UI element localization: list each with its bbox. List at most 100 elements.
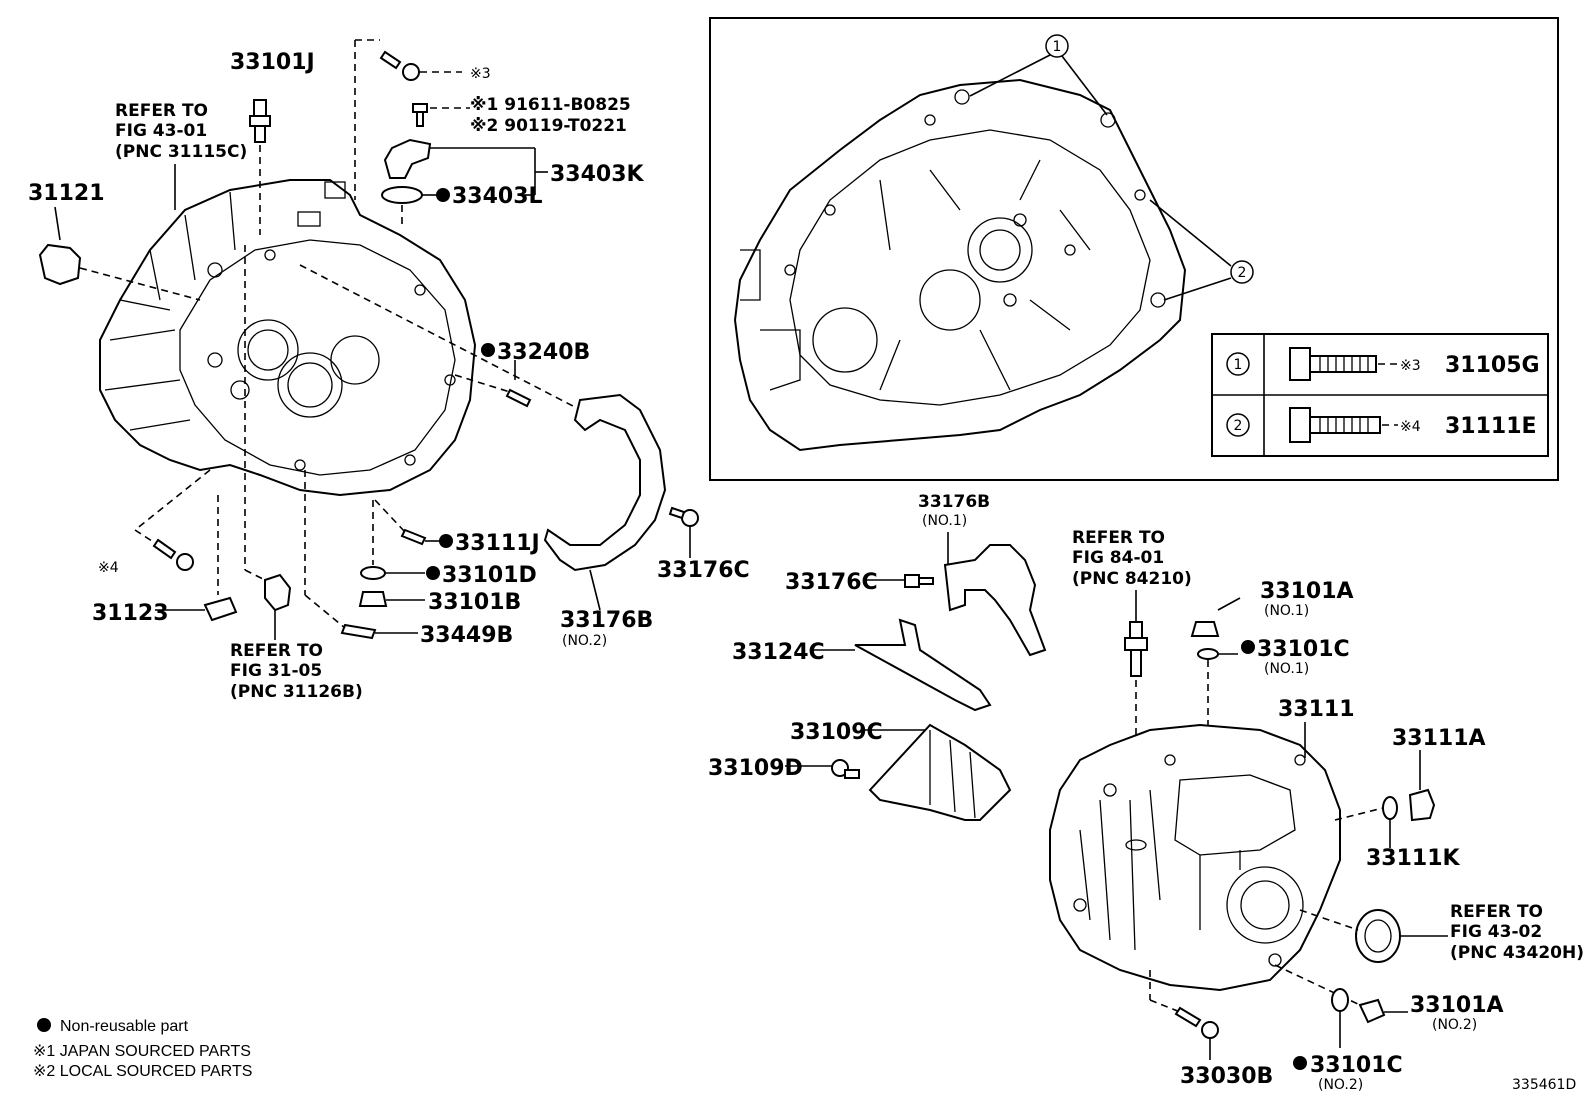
- label-33111J: 33111J: [455, 531, 540, 556]
- bolt-table: 1 ※3 31105G 2 ※4 31111E: [1211, 333, 1549, 457]
- legend: Non-reusable part ※1 JAPAN SOURCED PARTS…: [33, 1018, 252, 1080]
- refer-fig-43-01-line2: FIG 43-01: [115, 121, 207, 141]
- label-33101C-no1: 33101C: [1257, 637, 1350, 662]
- plug-33101J-icon: [249, 99, 271, 143]
- non-reusable-dot-33240B: [481, 343, 495, 357]
- bolt-33109D-icon: [831, 759, 860, 779]
- label-33101B: 33101B: [428, 590, 521, 615]
- row-2-index: 2: [1234, 418, 1243, 434]
- refer-fig-31-05-line1: REFER TO: [230, 641, 323, 661]
- non-reusable-dot-33101D: [426, 566, 440, 580]
- label-mark3-top: ※3: [470, 66, 491, 82]
- bracket-33176B-no2-icon: [543, 393, 667, 572]
- plug-33101B-icon: [358, 591, 388, 607]
- refer-fig-43-01-line3: (PNC 31115C): [115, 142, 247, 162]
- detail-inset-frame: [709, 17, 1559, 481]
- switch-84210-icon: [1124, 621, 1148, 677]
- bolt-33176C-a-icon: [668, 506, 699, 527]
- callout-1: 1: [969, 34, 1108, 116]
- bolt-33176C-b-icon: [904, 574, 934, 588]
- plug-33101A-no2-icon: [1358, 998, 1386, 1024]
- housing-detail-drawing: [733, 78, 1187, 452]
- diagram-id: 335461D: [1512, 1077, 1576, 1093]
- bracket-33403K-icon: [383, 138, 432, 179]
- refer-fig-31-05-line2: FIG 31-05: [230, 661, 322, 681]
- legend-dot-icon: [37, 1018, 51, 1032]
- label-33176B-no2-sub: (NO.2): [562, 633, 607, 649]
- gasket-33101C-no1-icon: [1197, 648, 1219, 660]
- seal-31126B-icon: [264, 573, 292, 612]
- label-33101J: 33101J: [230, 50, 315, 75]
- refer-fig-84-01-line2: FIG 84-01: [1072, 548, 1164, 568]
- bolt-table-row-1: 1 ※3 31105G: [1226, 347, 1540, 381]
- row-1-index: 1: [1234, 357, 1243, 373]
- callout-2: 2: [1149, 199, 1254, 301]
- transaxle-housing-drawing: [99, 179, 477, 497]
- legend-local: ※2 LOCAL SOURCED PARTS: [33, 1063, 252, 1080]
- bolt-33030B-icon: [1174, 1006, 1219, 1039]
- label-33101C-no1-sub: (NO.1): [1264, 661, 1309, 677]
- non-reusable-dot-33101C-no2: [1293, 1056, 1307, 1070]
- plug-33101A-no1-icon: [1190, 621, 1220, 637]
- bracket-33124C-icon: [854, 618, 992, 712]
- label-33101A-no2: 33101A: [1410, 993, 1504, 1018]
- label-33240B: 33240B: [497, 340, 590, 365]
- label-33109C: 33109C: [790, 720, 883, 745]
- label-33176C-b: 33176C: [785, 570, 878, 595]
- label-33176B-no2: 33176B: [560, 608, 653, 633]
- label-33124C: 33124C: [732, 640, 825, 665]
- label-33101A-no2-sub: (NO.2): [1432, 1017, 1477, 1033]
- non-reusable-dot-33101C-no1: [1241, 640, 1255, 654]
- label-33111: 33111: [1278, 697, 1355, 722]
- gasket-33101C-no2-icon: [1331, 988, 1349, 1012]
- label-note1: ※1 91611-B0825: [470, 95, 631, 115]
- label-33109D: 33109D: [708, 756, 803, 781]
- refer-fig-31-05-line3: (PNC 31126B): [230, 682, 363, 702]
- legend-japan: ※1 JAPAN SOURCED PARTS: [33, 1043, 251, 1060]
- gasket-33101D-icon: [360, 566, 386, 580]
- refer-fig-43-02-line1: REFER TO: [1450, 902, 1543, 922]
- label-33176C-a: 33176C: [657, 558, 750, 583]
- transmission-case-drawing: [1049, 723, 1341, 992]
- pin-33240B-icon: [505, 388, 532, 408]
- row-1-mark: ※3: [1400, 358, 1421, 374]
- cover-33109C-icon: [868, 723, 1012, 821]
- label-33101D: 33101D: [442, 563, 537, 588]
- refer-fig-43-02-line3: (PNC 43420H): [1450, 943, 1584, 963]
- label-33449B: 33449B: [420, 623, 513, 648]
- bolt-small-icon: [412, 103, 428, 127]
- non-reusable-dot-33403L: [436, 188, 450, 202]
- bolt-31105G-icon: [1289, 347, 1377, 381]
- bolt-mark4-icon: [152, 538, 194, 571]
- bolt-mark3-icon: [379, 50, 420, 81]
- row-2-mark: ※4: [1400, 419, 1421, 435]
- label-33101A-no1-sub: (NO.1): [1264, 603, 1309, 619]
- magnet-33449B-icon: [340, 623, 377, 640]
- plug-33111A-icon: [1408, 788, 1436, 822]
- label-33111K: 33111K: [1366, 846, 1461, 871]
- row-1-part: 31105G: [1445, 353, 1540, 378]
- label-33403L: 33403L: [452, 184, 543, 209]
- label-mark4-left: ※4: [98, 560, 119, 576]
- label-33101C-no2: 33101C: [1310, 1053, 1403, 1078]
- refer-fig-84-01-line1: REFER TO: [1072, 528, 1165, 548]
- refer-fig-43-02-line2: FIG 43-02: [1450, 922, 1542, 942]
- gasket-33111K-icon: [1382, 796, 1398, 820]
- oring-33403L-icon: [381, 186, 423, 204]
- label-33111A: 33111A: [1392, 726, 1486, 751]
- refer-fig-43-01-line1: REFER TO: [115, 101, 208, 121]
- label-note2: ※2 90119-T0221: [470, 116, 627, 136]
- label-33101C-no2-sub: (NO.2): [1318, 1077, 1363, 1093]
- bolt-31111E-icon: [1289, 407, 1381, 443]
- callout-2-text: 2: [1238, 265, 1247, 281]
- label-33176B-no1: 33176B: [918, 492, 990, 512]
- label-31121: 31121: [28, 181, 105, 206]
- legend-non-reusable: Non-reusable part: [60, 1018, 189, 1035]
- pin-33111J-icon: [400, 528, 427, 546]
- label-33403K: 33403K: [550, 162, 645, 187]
- label-33176B-no1-sub: (NO.1): [922, 513, 967, 529]
- row-2-part: 31111E: [1445, 414, 1537, 439]
- refer-fig-84-01-line3: (PNC 84210): [1072, 569, 1192, 589]
